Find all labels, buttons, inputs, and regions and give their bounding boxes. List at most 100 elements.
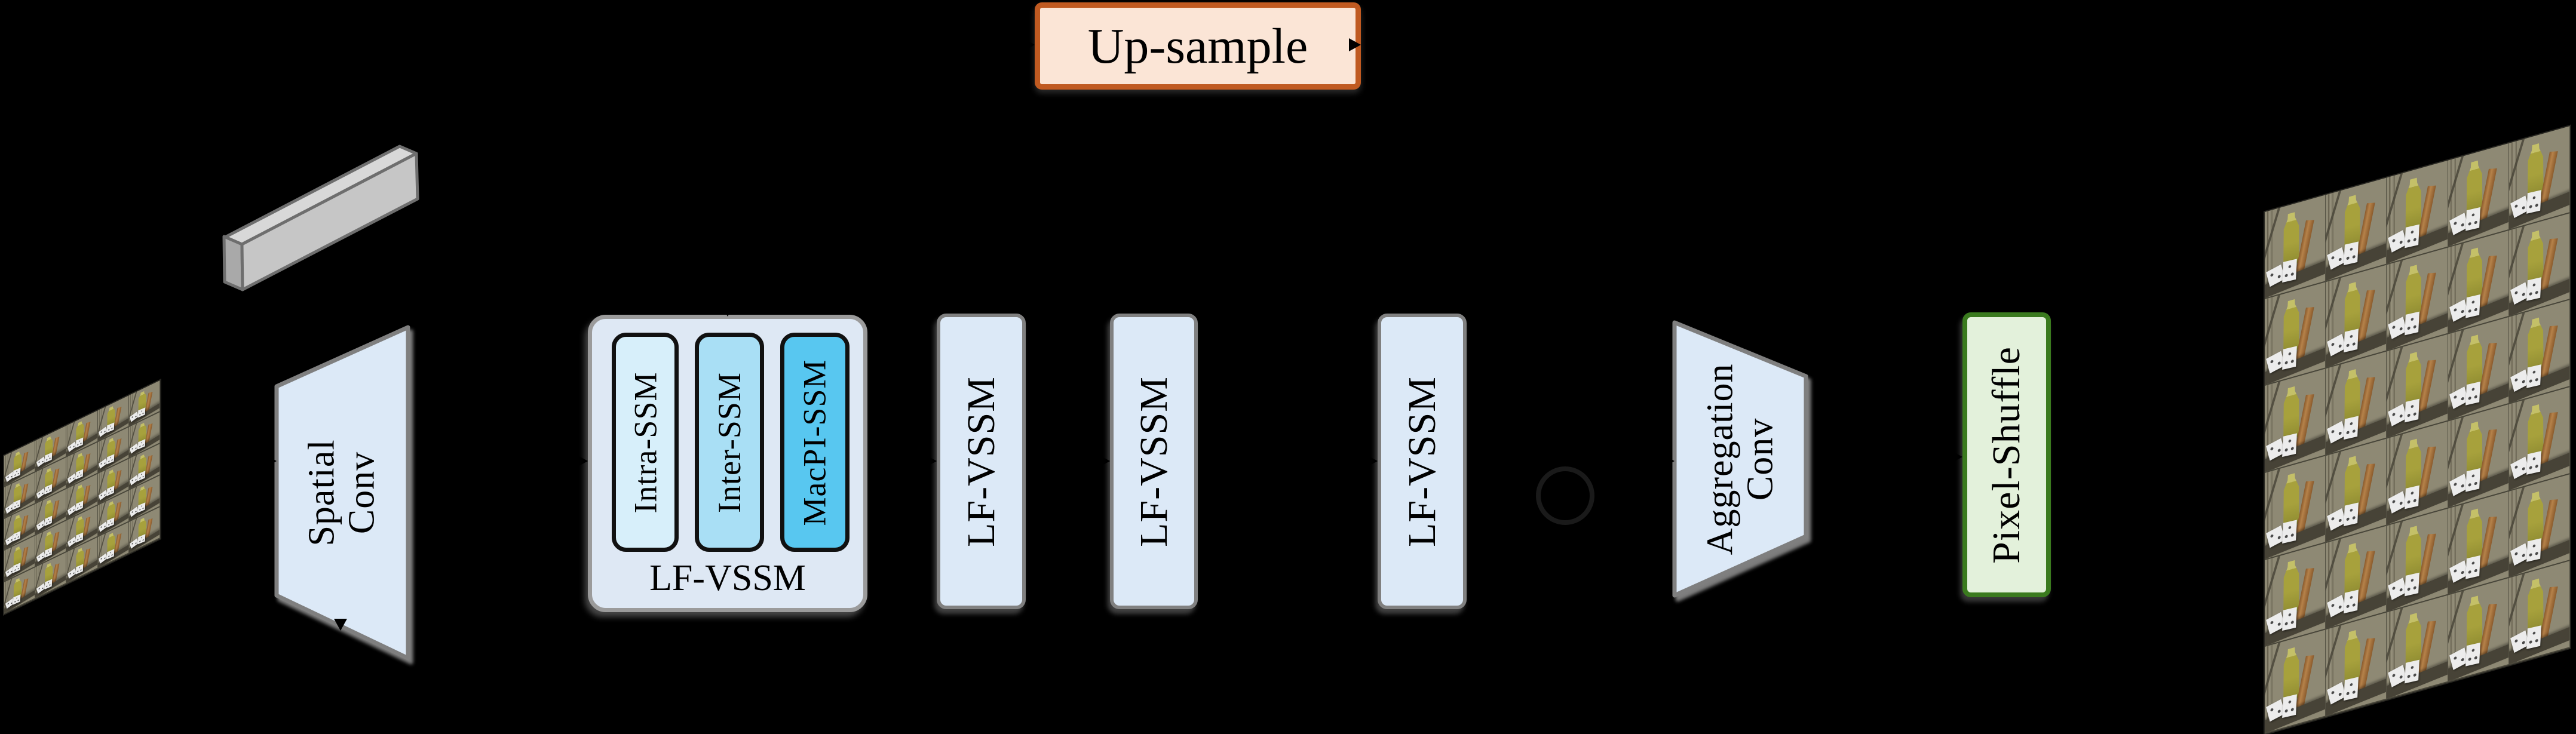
subaperture-cell bbox=[2448, 491, 2509, 595]
feature-bar bbox=[222, 145, 419, 291]
subaperture-cell bbox=[2265, 368, 2326, 473]
scene-bottle bbox=[2283, 558, 2299, 615]
subaperture-cell bbox=[2448, 143, 2509, 248]
intra-ssm-block: Intra-SSM bbox=[612, 333, 679, 552]
subaperture-cell bbox=[2508, 386, 2570, 492]
pixel-shuffle-label: Pixel-Shuffle bbox=[1985, 346, 2029, 564]
scene-die2 bbox=[2465, 555, 2481, 580]
scene-bottle bbox=[2283, 385, 2299, 441]
inter-ssm-label: Inter-SSM bbox=[712, 371, 748, 513]
up-sample-label: Up-sample bbox=[1087, 18, 1308, 74]
skip-connection-line bbox=[82, 44, 2418, 418]
scene-die2 bbox=[2282, 607, 2298, 631]
subaperture-cell bbox=[2387, 160, 2448, 265]
scene-bottle bbox=[2283, 211, 2299, 267]
subaperture-cell bbox=[2265, 281, 2326, 386]
scene-die2 bbox=[2404, 398, 2419, 423]
circle-node bbox=[1536, 466, 1594, 525]
subaperture-cell bbox=[2326, 612, 2387, 717]
scene-die2 bbox=[2404, 225, 2419, 249]
subaperture-cell bbox=[2387, 421, 2448, 526]
output-light-field-grid bbox=[2264, 124, 2571, 734]
scene-die2 bbox=[2404, 311, 2419, 336]
spatial-conv-trapezoid bbox=[274, 325, 410, 661]
aggregation-conv-trapezoid bbox=[1672, 320, 1808, 598]
lf-vssm-block-1-label: LF-VSSM bbox=[959, 376, 1003, 547]
scene-die2 bbox=[2282, 694, 2298, 718]
scene-die2 bbox=[2526, 364, 2542, 389]
scene-bottle bbox=[2283, 472, 2299, 528]
subaperture-cell bbox=[2508, 474, 2570, 579]
subaperture-cell bbox=[2387, 247, 2448, 352]
scene-bottle bbox=[2283, 297, 2299, 354]
subaperture-cell bbox=[2326, 526, 2387, 630]
scene-die2 bbox=[2282, 346, 2298, 370]
macpi-ssm-label: MacPI-SSM bbox=[797, 358, 833, 526]
scene-die2 bbox=[2343, 677, 2359, 701]
scene-bottle bbox=[2283, 646, 2299, 702]
scene-die2 bbox=[2526, 538, 2542, 563]
repeat-ellipsis: ··· bbox=[1259, 430, 1345, 490]
scene-die2 bbox=[2526, 277, 2542, 302]
inter-ssm-block: Inter-SSM bbox=[695, 333, 764, 552]
scene-die2 bbox=[2465, 642, 2481, 667]
lf-vssm-group-label: LF-VSSM bbox=[649, 558, 806, 598]
arrowhead bbox=[925, 454, 937, 468]
arrowhead bbox=[265, 454, 277, 468]
up-sample-block: Up-sample bbox=[1035, 2, 1361, 90]
lf-vssm-block-1: LF-VSSM bbox=[937, 314, 1026, 609]
scene-die2 bbox=[2343, 328, 2359, 353]
arrowhead bbox=[576, 454, 588, 468]
lf-vssm-block-2-label: LF-VSSM bbox=[1131, 376, 1176, 547]
arrowhead bbox=[1349, 38, 1361, 51]
arrowhead bbox=[1098, 454, 1110, 468]
scene-die2 bbox=[2343, 416, 2359, 440]
scene-die2 bbox=[2465, 294, 2481, 319]
lf-vssm-block-3-label: LF-VSSM bbox=[1400, 376, 1444, 547]
feature-bar-front-face bbox=[240, 152, 419, 291]
lf-vssm-block-3: LF-VSSM bbox=[1378, 314, 1467, 609]
scene-die2 bbox=[2404, 659, 2419, 684]
scene-die2 bbox=[2465, 381, 2481, 406]
subaperture-cell bbox=[2326, 265, 2387, 369]
subaperture-cell bbox=[2326, 351, 2387, 456]
scene-die2 bbox=[2282, 433, 2298, 457]
subaperture-cell bbox=[2448, 404, 2509, 509]
subaperture-cell bbox=[2265, 195, 2326, 299]
scene-die2 bbox=[2465, 468, 2481, 493]
scene-die2 bbox=[2343, 502, 2359, 527]
subaperture-cell bbox=[2387, 508, 2448, 613]
subaperture-cell bbox=[2508, 125, 2570, 231]
lf-vssm-group-block: Intra-SSM Inter-SSM MacPI-SSM LF-VSSM bbox=[588, 315, 867, 612]
scene-die2 bbox=[2343, 241, 2359, 266]
subaperture-cell bbox=[2265, 629, 2326, 734]
subaperture-cell bbox=[2265, 456, 2326, 560]
subaperture-cell bbox=[2508, 213, 2570, 318]
macpi-ssm-block: MacPI-SSM bbox=[780, 333, 850, 552]
scene-die2 bbox=[2526, 451, 2542, 475]
subaperture-cell bbox=[2265, 542, 2326, 647]
scene-die2 bbox=[2526, 190, 2542, 214]
scene-die2 bbox=[2282, 259, 2298, 283]
feature-bar-end-face bbox=[222, 235, 244, 291]
lf-vssm-block-2: LF-VSSM bbox=[1110, 314, 1198, 609]
subaperture-cell bbox=[2326, 177, 2387, 282]
arrowhead bbox=[1951, 450, 1962, 463]
subaperture-cell bbox=[2387, 595, 2448, 700]
arrowhead bbox=[1663, 454, 1675, 468]
subaperture-cell bbox=[2448, 230, 2509, 334]
subaperture-cell bbox=[2326, 438, 2387, 543]
pixel-shuffle-block: Pixel-Shuffle bbox=[1962, 312, 2051, 597]
scene-die2 bbox=[2282, 520, 2298, 544]
scene-die2 bbox=[2404, 486, 2419, 510]
arrowhead bbox=[1023, 38, 1035, 51]
arrowhead bbox=[1366, 454, 1378, 468]
scene-die2 bbox=[2404, 572, 2419, 597]
intra-ssm-label: Intra-SSM bbox=[627, 371, 663, 513]
scene-die2 bbox=[2465, 207, 2481, 232]
scene-die2 bbox=[2343, 589, 2359, 614]
arrowhead bbox=[721, 305, 734, 317]
subaperture-cell bbox=[2508, 300, 2570, 404]
